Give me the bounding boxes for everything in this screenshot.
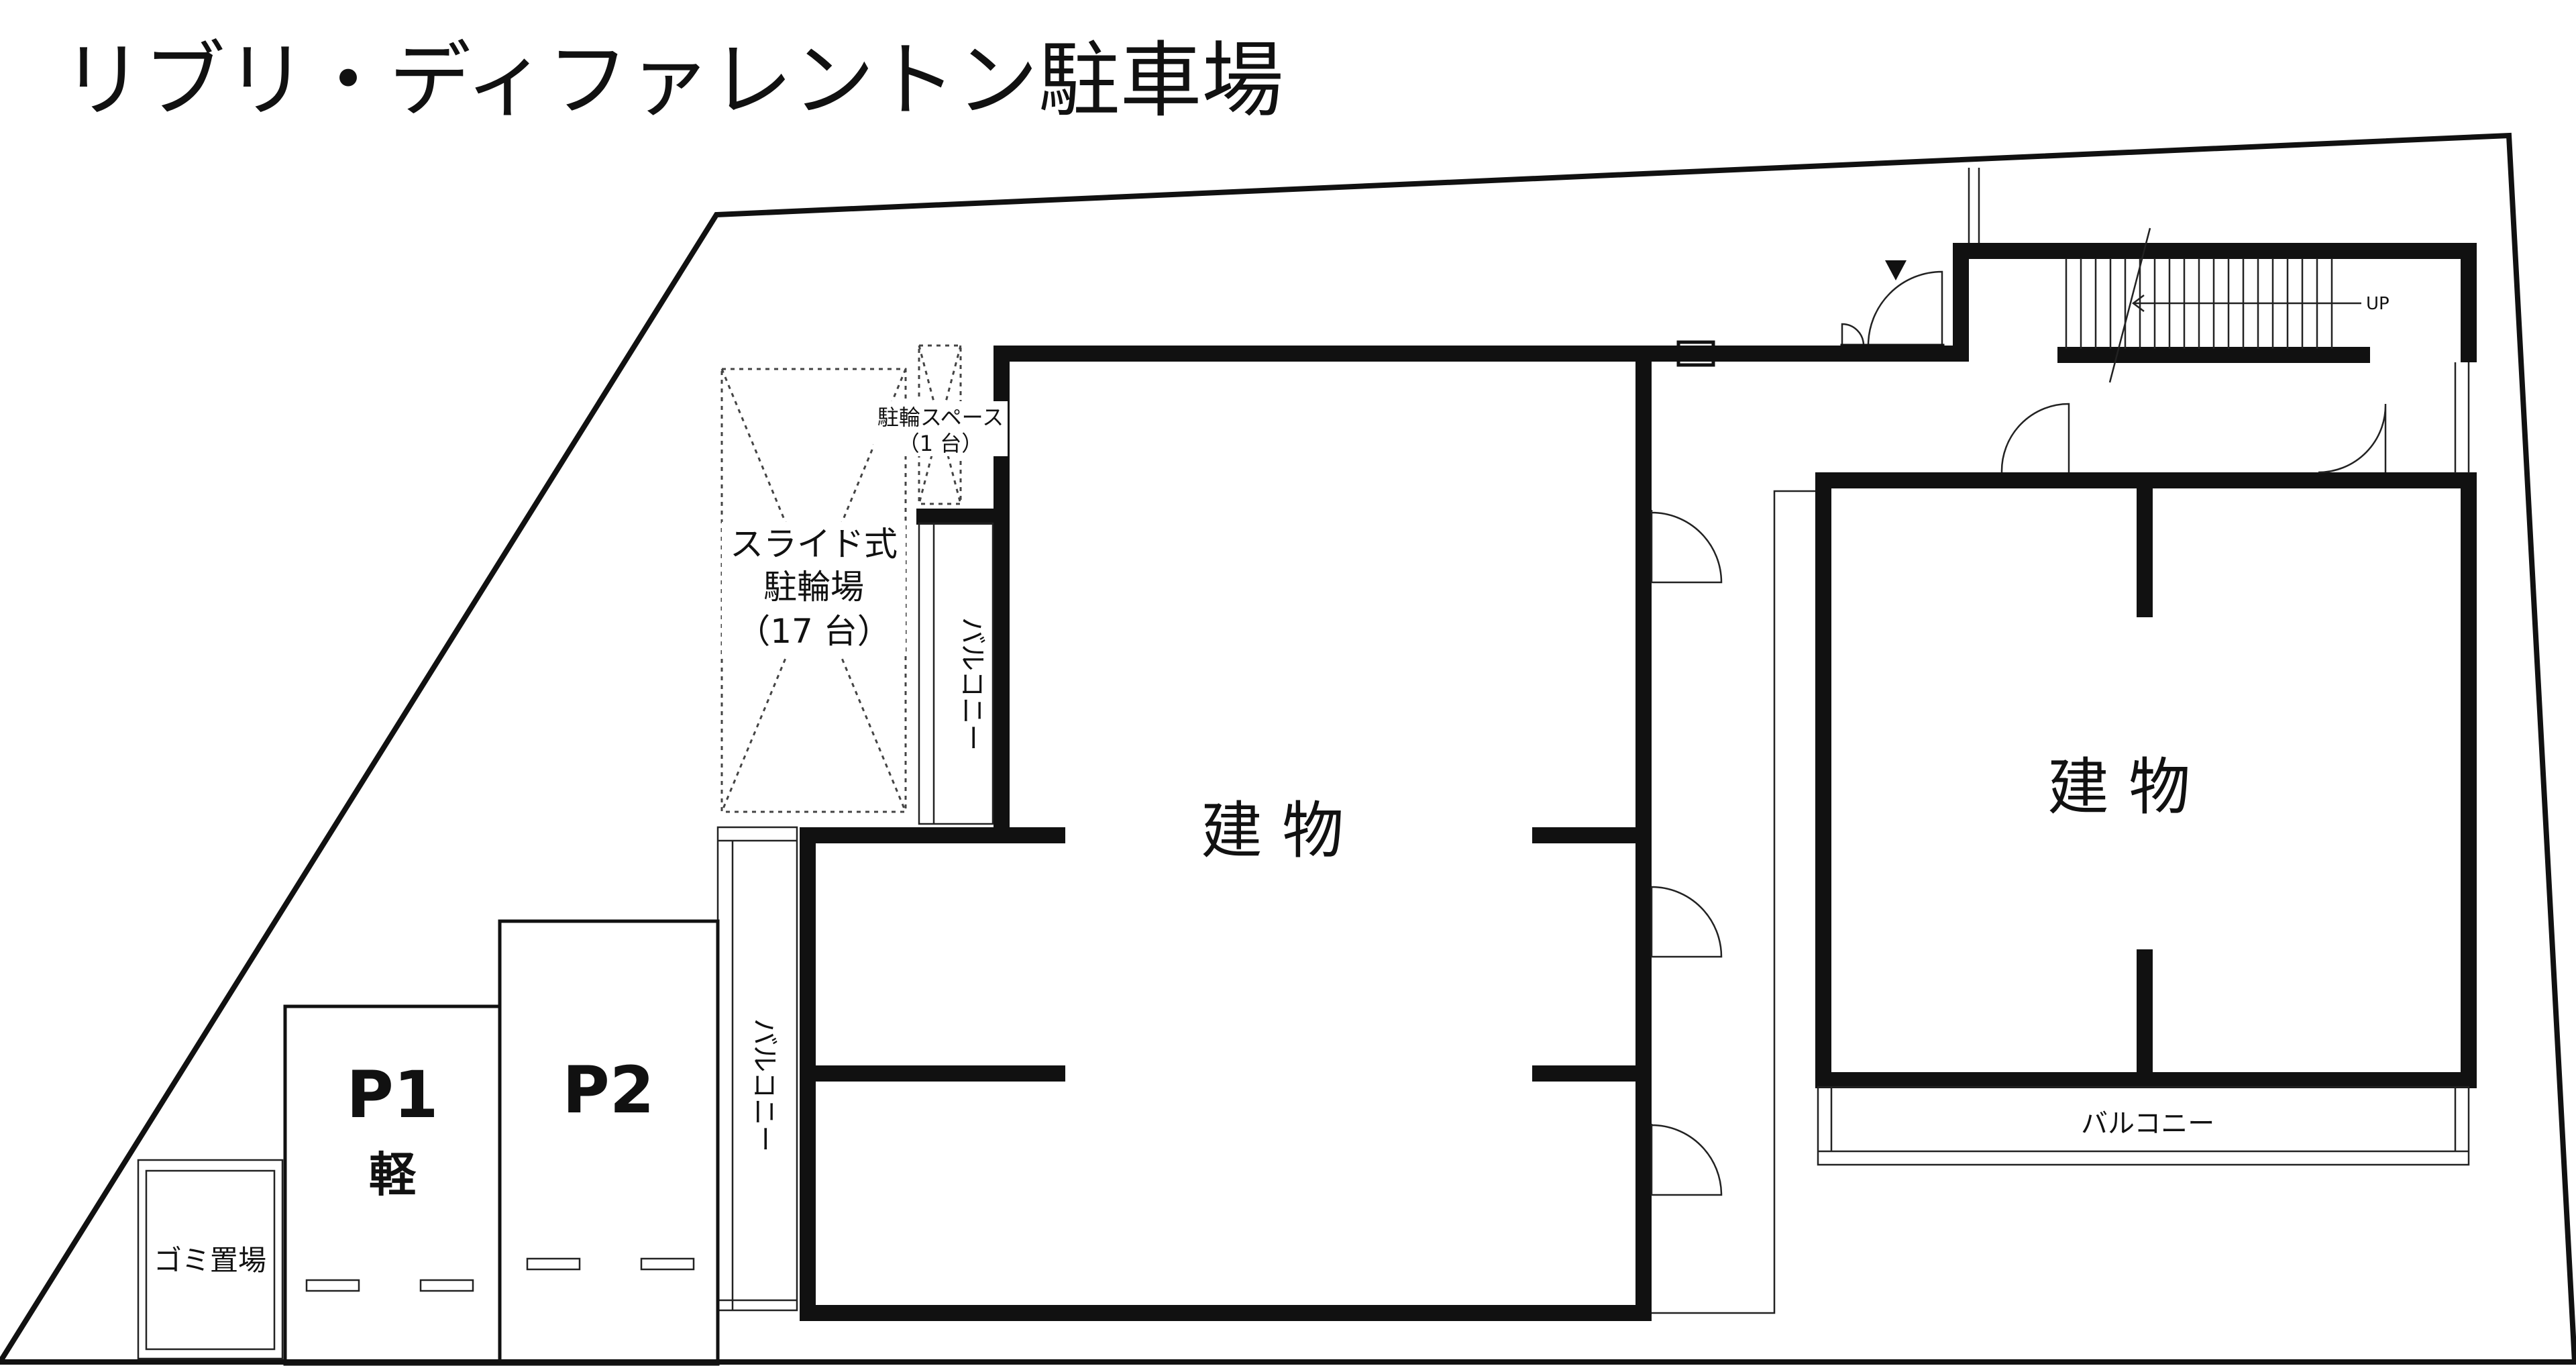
bike-space-label-1: 駐輪スペース — [877, 405, 1004, 430]
balcony-left-label: バルコニー — [749, 1018, 780, 1152]
slide-bike-label-bg — [722, 522, 906, 656]
right-building-label: 建 物 — [2047, 751, 2190, 823]
entrance-marker-icon — [1885, 260, 1907, 280]
garbage-area-label: ゴミ置場 — [154, 1244, 266, 1277]
entrance-door — [1840, 270, 1945, 356]
stairs — [1968, 168, 2470, 473]
page-title: リブリ・ディファレントン駐車場 — [62, 33, 1283, 128]
garbage-area — [137, 1159, 284, 1360]
right-building-doors — [2000, 403, 2387, 474]
bike-space-label-bg — [873, 401, 1008, 456]
main-building — [800, 243, 2477, 1321]
parking-space-p2 — [498, 919, 720, 1366]
balcony-top-label: バルコニー — [957, 617, 987, 751]
parking-p1-sub-label: 軽 — [369, 1147, 417, 1202]
balcony-top — [918, 522, 994, 825]
main-building-label: 建 物 — [1201, 795, 1344, 867]
bike-space-label-2: （1 台） — [898, 431, 983, 456]
balcony-right — [1817, 1086, 2470, 1166]
right-building — [1815, 472, 2477, 1088]
walkway-path — [1652, 490, 1815, 1314]
slide-bike-label-1: スライド式 — [730, 525, 898, 564]
balcony-right-label: バルコニー — [2081, 1108, 2214, 1139]
east-side-doors — [1650, 510, 1723, 1196]
site-boundary — [0, 132, 2576, 1364]
slide-bike-label-2: 駐輪場 — [763, 568, 864, 607]
parking-p2-label: P2 — [562, 1053, 654, 1128]
stairs-up-label: UP — [2366, 294, 2390, 314]
parking-p1-label: P1 — [346, 1057, 438, 1133]
parking-space-p1 — [283, 1004, 502, 1366]
meter-box — [1676, 340, 1715, 367]
slide-bike-label-3: （17 台） — [737, 612, 891, 651]
